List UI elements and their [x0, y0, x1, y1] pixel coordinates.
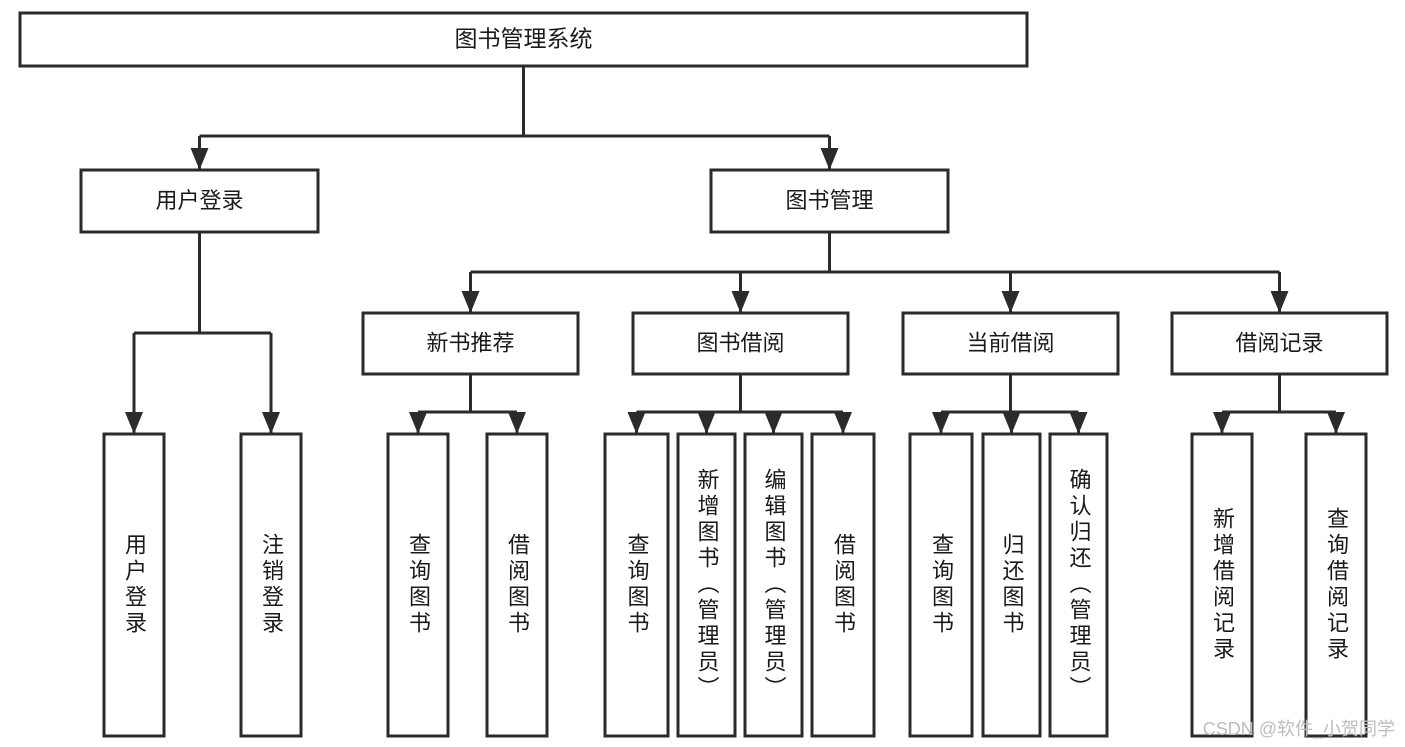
- current-borrow-to-leaves-arrow-0: [932, 412, 950, 434]
- node-leaf-return-book-box[interactable]: [981, 432, 1042, 738]
- book-borrow-to-leaves-arrow-0: [627, 412, 646, 434]
- node-current-borrow-label: 当前借阅: [966, 330, 1054, 355]
- node-borrow-record-label: 借阅记录: [1235, 330, 1323, 355]
- node-root-label: 图书管理系统: [455, 26, 593, 52]
- user-login-to-leaves-arrow-0: [125, 412, 143, 434]
- csdn-watermark: CSDN @软件_小贺同学: [1202, 719, 1395, 739]
- new-book-recommend-to-leaves-arrow-1: [508, 412, 526, 434]
- book-borrow-to-leaves-arrow-2: [764, 412, 783, 434]
- root-to-level2-arrow-0: [190, 148, 209, 170]
- node-leaf-add-book-admin-box[interactable]: [676, 432, 737, 738]
- user-login-to-leaves-arrow-1: [262, 412, 280, 434]
- node-leaf-logout-login-box[interactable]: [239, 432, 303, 738]
- current-borrow-to-leaves-arrow-2: [1069, 412, 1088, 434]
- node-new-book-recommend-box[interactable]: [361, 311, 580, 376]
- node-leaf-confirm-return-admin-box[interactable]: [1048, 432, 1109, 738]
- node-leaf-query-book-current-box[interactable]: [908, 432, 974, 738]
- node-leaf-query-book-borrow-box[interactable]: [603, 432, 670, 738]
- node-current-borrow-box[interactable]: [901, 311, 1120, 376]
- node-leaf-edit-book-admin-box[interactable]: [743, 432, 804, 738]
- root-to-level2-arrow-1: [820, 148, 839, 170]
- node-book-management-box[interactable]: [709, 168, 950, 234]
- node-leaf-query-borrow-record-box[interactable]: [1304, 432, 1368, 738]
- node-book-borrow-box[interactable]: [631, 311, 850, 376]
- new-book-recommend-to-leaves-arrow-0: [409, 412, 427, 434]
- node-leaf-user-login-box[interactable]: [102, 432, 166, 738]
- node-leaf-query-book-rec-box[interactable]: [386, 432, 450, 738]
- bookmgmt-to-level3-arrow-1: [731, 291, 750, 313]
- boxes-layer: [18, 11, 1389, 738]
- node-leaf-add-borrow-record-box[interactable]: [1190, 432, 1254, 738]
- book-borrow-to-leaves-arrow-1: [697, 412, 716, 434]
- current-borrow-to-leaves-arrow-1: [1002, 412, 1021, 434]
- bookmgmt-to-level3-arrow-0: [461, 291, 480, 313]
- borrow-record-to-leaves-arrow-1: [1327, 412, 1345, 434]
- edges-layer: [125, 66, 1345, 434]
- bookmgmt-to-level3-arrow-2: [1001, 291, 1020, 313]
- node-root-box[interactable]: [18, 11, 1029, 68]
- borrow-record-to-leaves-arrow-0: [1213, 412, 1231, 434]
- node-leaf-borrow-book-box[interactable]: [810, 432, 876, 738]
- node-leaf-borrow-book-rec-box[interactable]: [485, 432, 549, 738]
- node-book-borrow-label: 图书借阅: [696, 330, 784, 355]
- node-book-management-label: 图书管理: [785, 188, 873, 213]
- node-user-login-label: 用户登录: [155, 188, 243, 213]
- node-user-login-box[interactable]: [79, 168, 320, 234]
- node-new-book-recommend-label: 新书推荐: [426, 330, 514, 355]
- book-borrow-to-leaves-arrow-3: [834, 412, 852, 434]
- node-borrow-record-box[interactable]: [1170, 311, 1389, 376]
- bookmgmt-to-level3-arrow-3: [1270, 291, 1289, 313]
